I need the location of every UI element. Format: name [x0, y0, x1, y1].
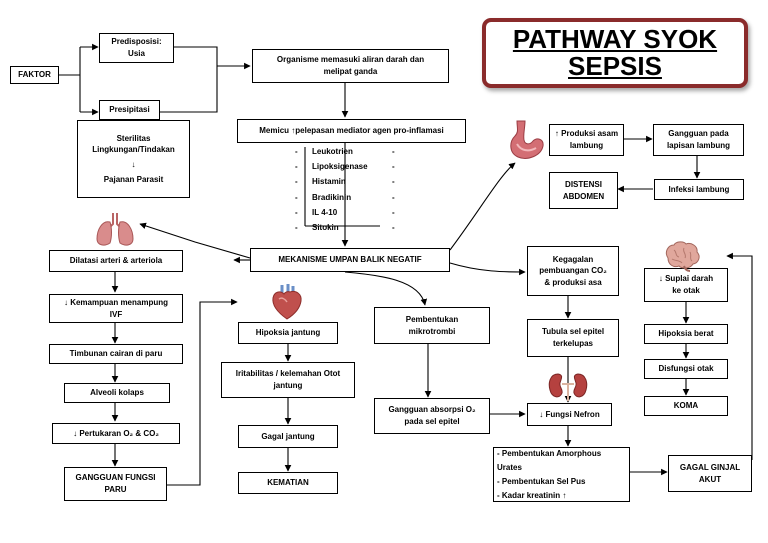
- node-timbunan: Timbunan cairan di paru: [49, 344, 183, 364]
- lungs-icon: [96, 213, 134, 246]
- node-sterilitas-group: Sterilitas Lingkungan/Tindakan ↓ Pajanan…: [77, 120, 190, 198]
- node-urates-box: - Pembentukan Amorphous Urates - Pembent…: [493, 447, 630, 502]
- node-asam: ↑ Produksi asam lambung: [549, 124, 624, 156]
- node-kematian: KEMATIAN: [238, 472, 338, 494]
- node-hipoksia-jantung: Hipoksia jantung: [238, 322, 338, 344]
- node-gagal-jantung: Gagal jantung: [238, 425, 338, 448]
- title-box: PATHWAY SYOK SEPSIS: [482, 18, 748, 88]
- node-memicu: Memicu ↑pelepasan mediator agen pro-infl…: [237, 119, 466, 143]
- node-organisme: Organisme memasuki aliran darah dan meli…: [252, 49, 449, 83]
- node-faktor: FAKTOR: [10, 66, 59, 84]
- diagram-title: PATHWAY SYOK SEPSIS: [512, 23, 718, 81]
- mediator-item: Histamin: [312, 177, 346, 187]
- node-pertukaran: ↓ Pertukaran O₂ & CO₂: [52, 423, 180, 444]
- brain-icon: [665, 241, 700, 272]
- node-mikrotrombi: Pembentukan mikrotrombi: [374, 307, 490, 344]
- node-infeksi: Infeksi lambung: [654, 179, 744, 200]
- node-koma: KOMA: [644, 396, 728, 416]
- mediator-item: Sitokin: [312, 222, 339, 232]
- mediator-item: Bradikinin: [312, 192, 352, 202]
- node-fungsi-nefron: ↓ Fungsi Nefron: [527, 403, 612, 426]
- node-gangguan-lambung: Gangguan pada lapisan lambung: [653, 124, 744, 156]
- mediator-dashes-right: ------: [392, 147, 395, 232]
- node-alveoli: Alveoli kolaps: [64, 383, 170, 403]
- node-kegagalan: Kegagalan pembuangan CO₂ & produksi asa: [527, 246, 619, 296]
- node-kemampuan: ↓ Kemampuan menampung IVF: [49, 294, 183, 323]
- urates-item: - Pembentukan Sel Pus: [497, 476, 586, 486]
- mediator-item: IL 4-10: [312, 207, 338, 217]
- stomach-icon: [510, 120, 544, 159]
- urates-item: - Pembentukan Amorphous Urates: [497, 448, 602, 472]
- mediator-item: Lipoksigenase: [312, 162, 368, 172]
- node-hipoksia-berat: Hipoksia berat: [644, 324, 728, 344]
- node-suplai: ↓ Suplai darah ke otak: [644, 268, 728, 302]
- node-dilatasi: Dilatasi arteri & arteriola: [49, 250, 183, 272]
- node-mekanisme: MEKANISME UMPAN BALIK NEGATIF: [250, 248, 450, 272]
- node-disfungsi: Disfungsi otak: [644, 359, 728, 379]
- node-presipitasi: Presipitasi: [99, 100, 160, 120]
- mediator-list: Leukotrien Lipoksigenase Histamin Bradik…: [312, 144, 392, 235]
- urates-item: - Kadar kreatinin ↑: [497, 490, 567, 500]
- node-pajanan: Pajanan Parasit: [103, 174, 164, 184]
- node-iritabilitas: Iritabilitas / kelemahan Otot jantung: [221, 362, 355, 398]
- node-gangguan-paru: GANGGUAN FUNGSI PARU: [64, 467, 167, 501]
- node-predisposisi: Predisposisi: Usia: [99, 33, 174, 63]
- mediator-item: Leukotrien: [312, 147, 353, 156]
- node-sterilitas: Sterilitas Lingkungan/Tindakan: [92, 133, 175, 155]
- node-tubula: Tubula sel epitel terkelupas: [527, 319, 619, 357]
- node-distensi: DISTENSI ABDOMEN: [549, 172, 618, 209]
- node-gagal-ginjal: GAGAL GINJAL AKUT: [668, 455, 752, 492]
- node-absorpsi: Gangguan absorpsi O₂ pada sel epitel: [374, 398, 490, 434]
- heart-icon: [272, 284, 302, 320]
- mediator-dashes: ------: [295, 147, 298, 232]
- kidneys-icon: [548, 373, 588, 401]
- sterilitas-down-arrow: ↓: [131, 160, 136, 169]
